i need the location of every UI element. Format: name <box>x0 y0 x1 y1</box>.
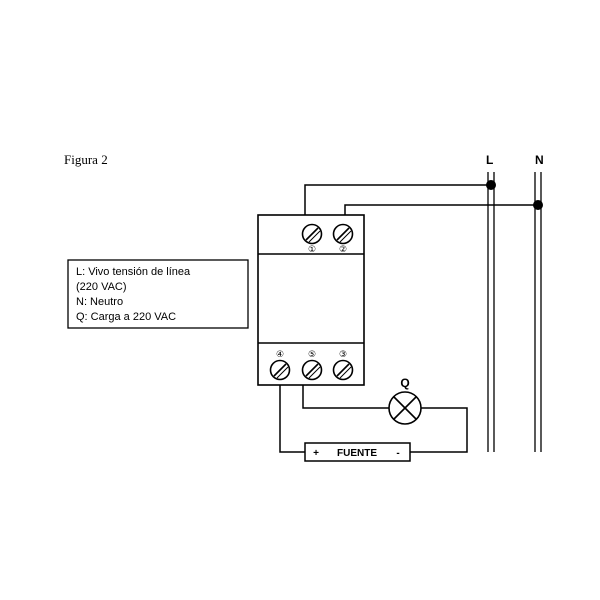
terminal-number-2: ② <box>339 244 347 254</box>
screw-terminal-3 <box>332 359 354 381</box>
legend-line-live: L: Vivo tensión de línea <box>76 266 191 278</box>
label-neutral-line: N <box>535 153 544 167</box>
legend-line-load: Q: Carga a 220 VAC <box>76 311 176 323</box>
screw-terminal-2 <box>332 223 354 245</box>
figure-title: Figura 2 <box>64 152 108 167</box>
screw-terminal-1 <box>301 223 323 245</box>
junction-dot-neutral <box>533 200 543 210</box>
load-wires <box>279 385 468 453</box>
terminal-number-4: ④ <box>276 349 284 359</box>
supply-label: FUENTE <box>337 448 377 459</box>
label-live-line: L <box>486 153 493 167</box>
supply-minus-sign: - <box>396 448 399 459</box>
legend-line-voltage: (220 VAC) <box>76 281 127 293</box>
supply-wires <box>304 184 538 215</box>
supply-plus-sign: + <box>313 448 319 459</box>
legend-line-neutral: N: Neutro <box>76 296 123 308</box>
load-lamp-icon <box>388 391 422 425</box>
terminal-number-3: ③ <box>339 349 347 359</box>
screw-terminal-4 <box>269 359 291 381</box>
power-supply-box <box>304 442 411 462</box>
legend-box <box>67 259 249 329</box>
neutral-line <box>534 172 542 452</box>
terminal-number-1: ① <box>308 244 316 254</box>
junction-dot-live <box>486 180 496 190</box>
screw-terminal-5 <box>301 359 323 381</box>
load-label: Q <box>400 376 409 390</box>
terminal-number-5: ⑤ <box>308 349 316 359</box>
live-line <box>487 172 495 452</box>
